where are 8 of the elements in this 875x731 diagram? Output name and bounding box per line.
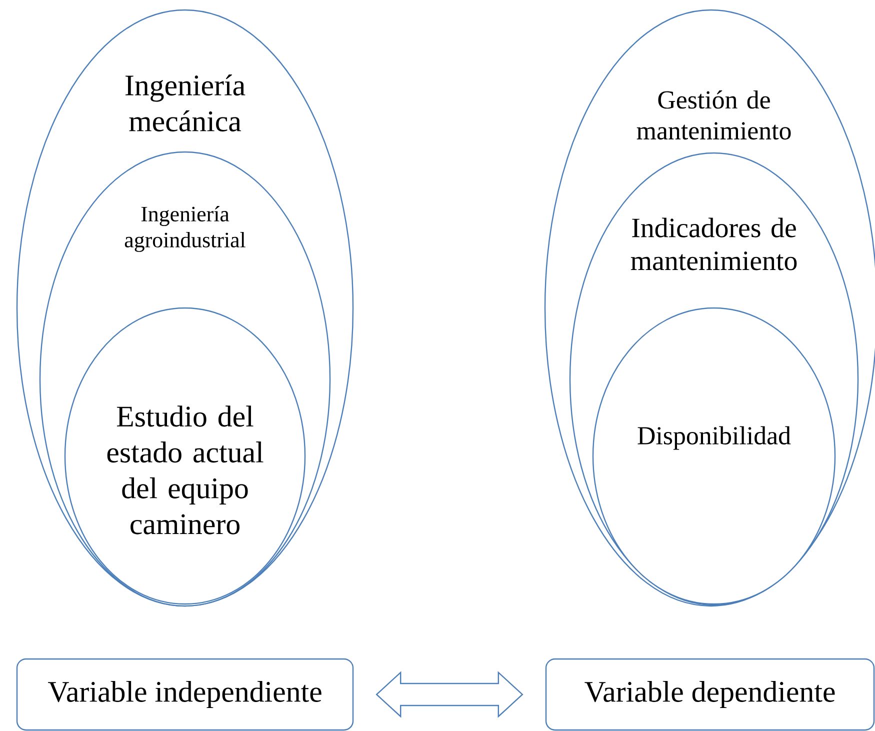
variable-box: Variable independiente — [16, 658, 354, 731]
ellipse-label: Disponibilidad — [638, 426, 791, 450]
ellipse-label: Ingeniería agroindustrial — [124, 206, 246, 252]
ellipse-label: Ingeniería mecánica — [126, 74, 246, 132]
ellipse-label: Indicadores de mantenimiento — [630, 218, 797, 270]
ellipse-label: Gestión de mantenimiento — [636, 90, 791, 140]
variable-box: Variable dependiente — [545, 658, 875, 731]
ellipse-label: Estudio del estado actual del equipo caminero — [107, 406, 264, 534]
